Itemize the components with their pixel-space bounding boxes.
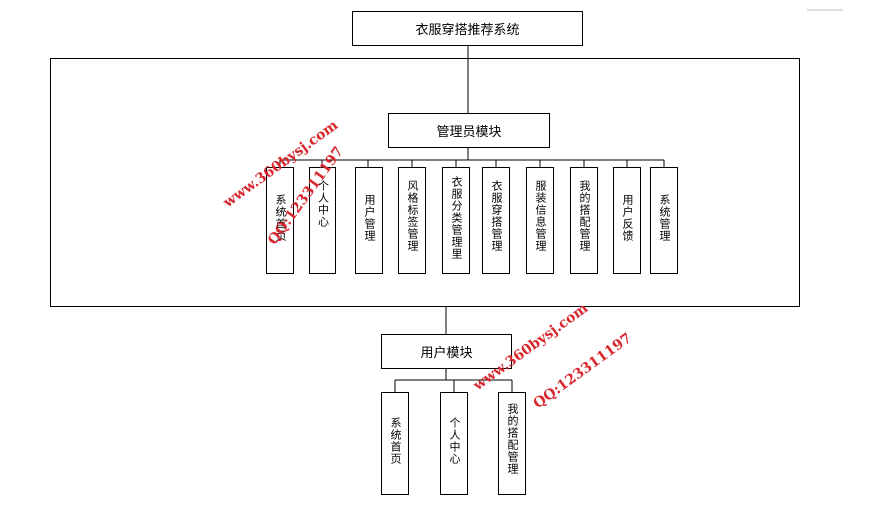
admin-item-clothing-category-management: 衣服分类管理里 <box>442 167 470 274</box>
admin-module-frame <box>50 58 800 307</box>
admin-item-system-management: 系统管理 <box>650 167 678 274</box>
admin-item-my-outfit-management: 我的搭配管理 <box>570 167 598 274</box>
admin-module-node: 管理员模块 <box>388 113 550 148</box>
admin-module-title: 管理员模块 <box>436 125 502 140</box>
root-title: 衣服穿搭推荐系统 <box>415 23 520 38</box>
user-item-personal-center: 个人中心 <box>440 392 468 495</box>
admin-item-style-tag-management: 风格标签管理 <box>398 167 426 274</box>
admin-item-user-management: 用户管理 <box>355 167 383 274</box>
user-module-node: 用户模块 <box>381 334 512 369</box>
admin-item-home: 系统首页 <box>266 167 294 274</box>
user-module-title: 用户模块 <box>420 346 473 361</box>
admin-item-apparel-info-management: 服装信息管理 <box>526 167 554 274</box>
admin-item-clothing-outfit-management: 衣服穿搭管理 <box>482 167 510 274</box>
user-item-home: 系统首页 <box>381 392 409 495</box>
user-item-my-outfit-management: 我的搭配管理 <box>498 392 526 495</box>
admin-item-personal-center: 个人中心 <box>309 167 336 274</box>
admin-item-user-feedback: 用户反馈 <box>613 167 641 274</box>
root-node: 衣服穿搭推荐系统 <box>352 11 583 46</box>
